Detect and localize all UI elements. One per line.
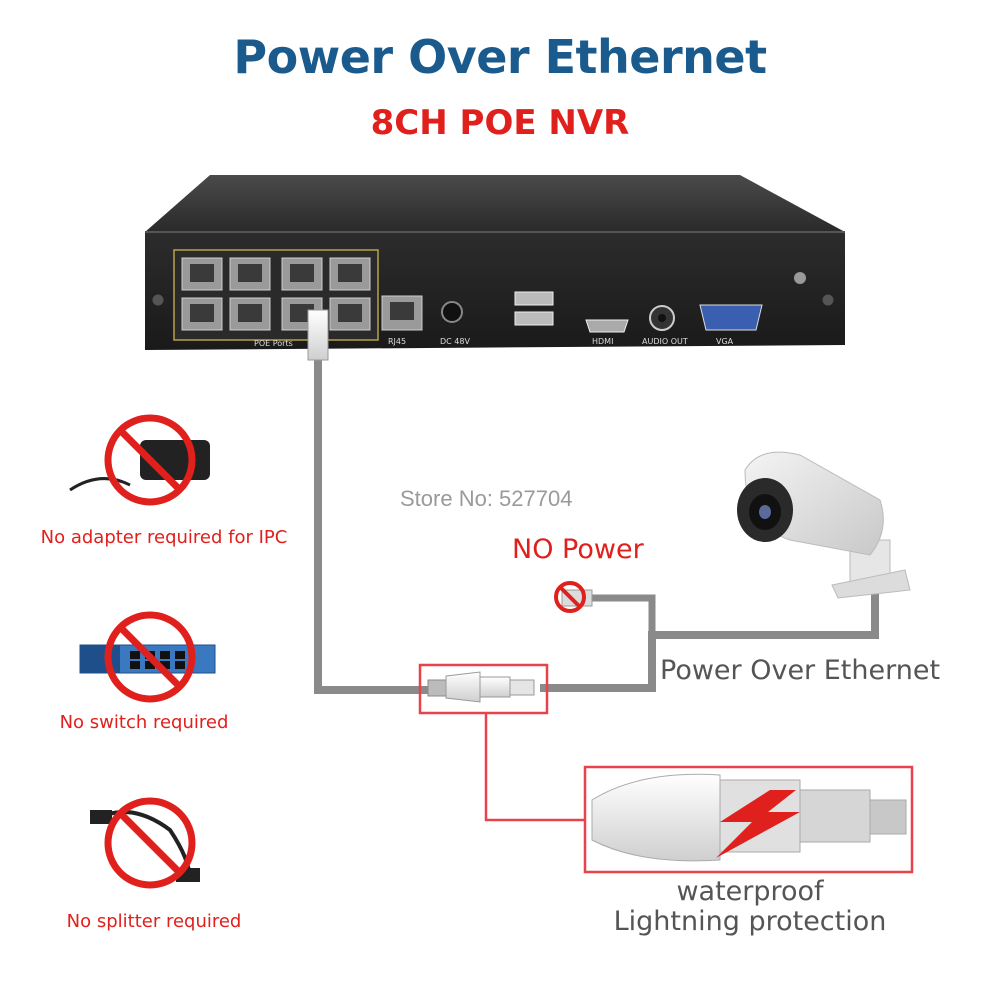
no-adapter-caption: No adapter required for IPC bbox=[40, 527, 288, 548]
power-adapter-icon bbox=[69, 414, 210, 506]
lightning-protection-label: Lightning protection bbox=[613, 906, 887, 937]
poe-ports-label: POE Ports bbox=[254, 339, 293, 348]
page-title: Power Over Ethernet bbox=[233, 30, 767, 84]
page-subtitle: 8CH POE NVR bbox=[370, 103, 630, 143]
cable-nvr-to-connector bbox=[314, 360, 430, 694]
no-power-label: NO Power bbox=[512, 534, 644, 565]
dc-label: DC 48V bbox=[440, 337, 470, 346]
lightning-bolt-icon bbox=[716, 790, 800, 858]
waterproof-label: waterproof bbox=[676, 876, 824, 907]
ip-camera-image bbox=[737, 451, 911, 599]
no-power-icon bbox=[554, 581, 586, 613]
cable-no-power-branch bbox=[580, 594, 656, 640]
store-watermark: Store No: 527704 bbox=[400, 486, 573, 511]
waterproof-connector bbox=[427, 671, 535, 703]
callout-line bbox=[484, 713, 585, 822]
vga-label: VGA bbox=[716, 337, 734, 346]
audio-out-label: AUDIO OUT bbox=[642, 337, 688, 346]
rj45-label: RJ45 bbox=[388, 337, 406, 346]
connector-closeup bbox=[591, 773, 907, 862]
nvr-device bbox=[145, 175, 845, 350]
rj45-plug-nvr bbox=[307, 309, 329, 361]
no-splitter-caption: No splitter required bbox=[66, 911, 242, 932]
connector-highlight-box bbox=[418, 663, 549, 715]
hdmi-label: HDMI bbox=[592, 337, 613, 346]
network-switch-icon bbox=[79, 611, 216, 703]
poe-splitter-icon bbox=[90, 797, 200, 889]
no-switch-caption: No switch required bbox=[59, 712, 229, 733]
poe-cable-label: Power Over Ethernet bbox=[660, 655, 941, 686]
